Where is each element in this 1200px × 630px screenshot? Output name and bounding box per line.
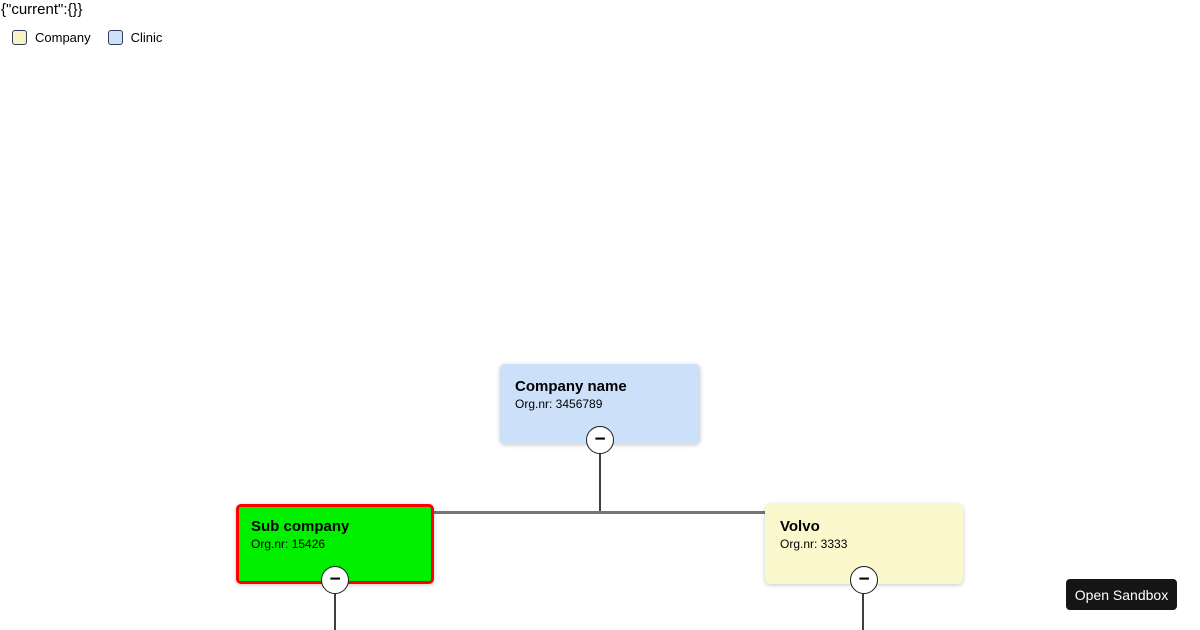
collapse-button[interactable]: − bbox=[321, 566, 349, 594]
connector-horizontal bbox=[434, 511, 765, 514]
connector-subcompany-down bbox=[334, 594, 336, 630]
minus-icon: − bbox=[858, 568, 870, 590]
org-node-volvo[interactable]: Volvo Org.nr: 3333 − bbox=[765, 504, 963, 594]
node-orgnr: Org.nr: 15426 bbox=[251, 537, 326, 551]
open-sandbox-button[interactable]: Open Sandbox bbox=[1066, 579, 1177, 610]
node-title: Company name bbox=[515, 378, 627, 395]
collapse-button[interactable]: − bbox=[586, 426, 614, 454]
collapse-button[interactable]: − bbox=[850, 566, 878, 594]
connector-root-down bbox=[599, 454, 601, 513]
connector-volvo-down bbox=[862, 594, 864, 630]
company-color-swatch bbox=[12, 30, 27, 45]
debug-json-output: {"current":{}} bbox=[1, 1, 83, 18]
node-title: Volvo bbox=[780, 518, 820, 535]
org-node-company-name[interactable]: Company name Org.nr: 3456789 − bbox=[500, 364, 700, 454]
org-node-sub-company[interactable]: Sub company Org.nr: 15426 − bbox=[236, 504, 434, 594]
legend-item-company: Company bbox=[12, 30, 91, 45]
minus-icon: − bbox=[594, 428, 606, 450]
minus-icon: − bbox=[329, 568, 341, 590]
legend-item-clinic: Clinic bbox=[107, 30, 163, 45]
legend-label-company: Company bbox=[35, 30, 91, 45]
legend-label-clinic: Clinic bbox=[130, 30, 163, 45]
node-orgnr: Org.nr: 3333 bbox=[780, 537, 848, 551]
node-orgnr: Org.nr: 3456789 bbox=[515, 397, 603, 411]
legend: Company Clinic bbox=[12, 30, 162, 45]
node-title: Sub company bbox=[251, 518, 350, 535]
clinic-color-swatch bbox=[107, 30, 123, 45]
